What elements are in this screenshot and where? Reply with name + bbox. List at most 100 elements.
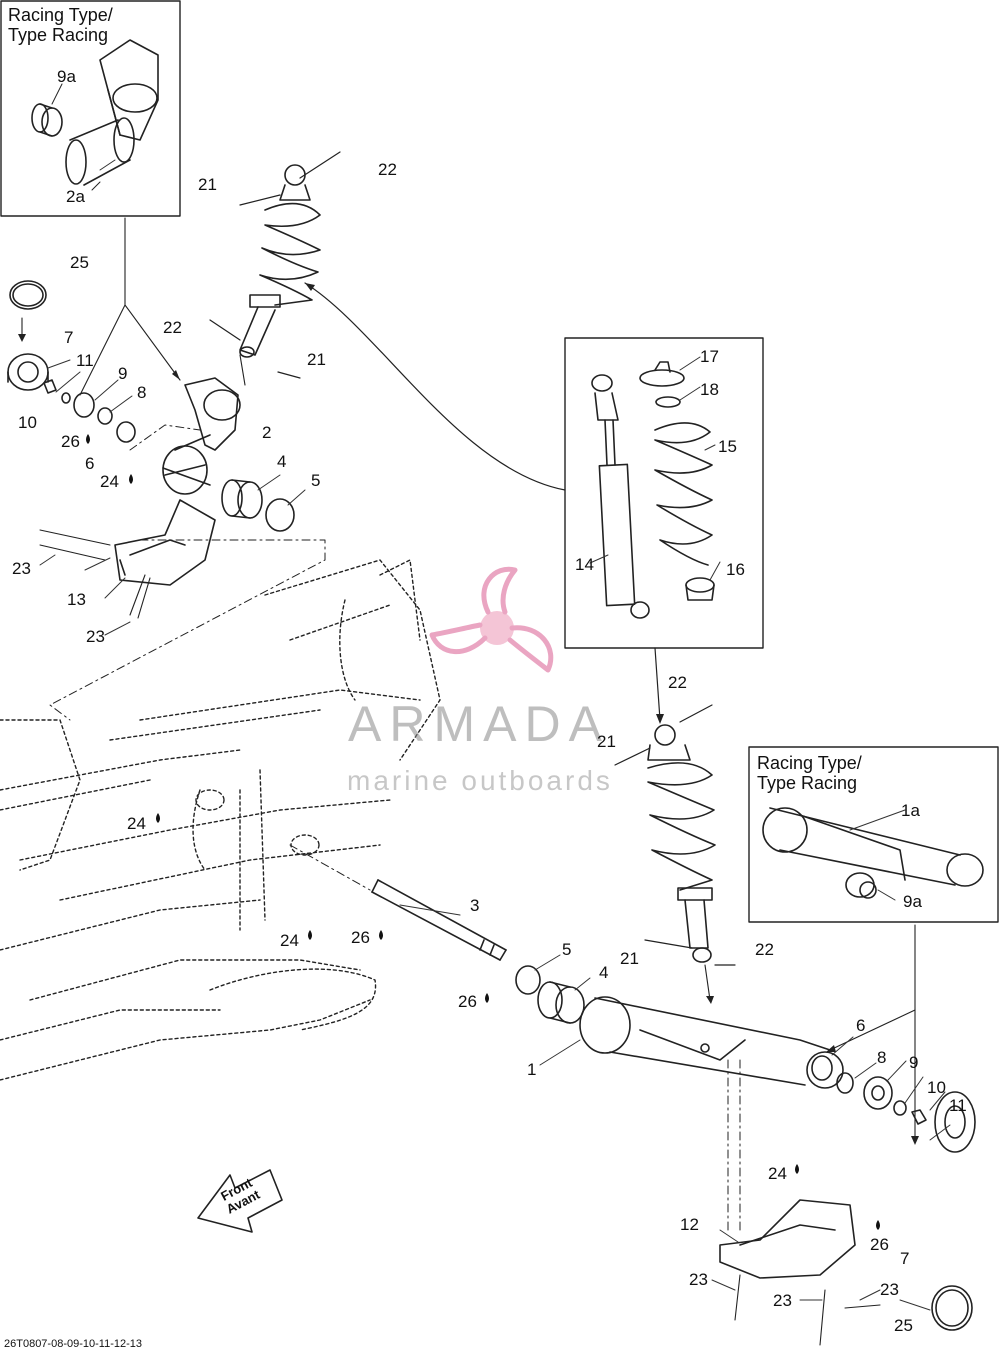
callout-label: 26	[458, 992, 477, 1011]
callout-label: 2	[262, 423, 272, 442]
callout-label: 25	[894, 1316, 913, 1335]
callout-label: 24	[127, 814, 146, 833]
lubricant-drop-icons	[86, 434, 880, 1230]
spring-15	[654, 422, 713, 566]
detail-title-line1: Racing Type/	[8, 5, 113, 25]
callout-label: 3	[470, 896, 480, 915]
callout-label: 23	[689, 1270, 708, 1289]
racing-arm-2a	[65, 39, 159, 186]
callout-label: 12	[680, 1215, 699, 1234]
circlip-5-top	[265, 498, 295, 532]
callout-label: 8	[877, 1048, 887, 1067]
callout-label: 9a	[57, 67, 76, 86]
shaft-3	[371, 879, 507, 961]
trailing-arm-1	[579, 996, 844, 1089]
callout-label: 22	[378, 160, 397, 179]
callout-label: 9a	[903, 892, 922, 911]
callout-label: 11	[949, 1096, 967, 1115]
callout-label: 23	[12, 559, 31, 578]
detail-box-title-right: Racing Type/ Type Racing	[757, 753, 862, 794]
snap-ring-25-bottom	[931, 1285, 973, 1331]
callout-label: 1a	[901, 801, 920, 820]
racing-type-detail-box-right	[748, 746, 999, 923]
spring-seat-17	[639, 361, 685, 387]
detail-title-line2: Type Racing	[757, 772, 858, 793]
callout-label: 21	[198, 175, 217, 194]
detail-box-title-top-left: Racing Type/ Type Racing	[8, 5, 113, 46]
callout-label: 24	[280, 931, 299, 950]
watermark-title: ARMADA	[348, 696, 610, 752]
callout-label: 13	[67, 590, 86, 609]
circlip-5-bottom	[515, 965, 541, 995]
callout-label: 21	[597, 732, 616, 751]
washers-nuts-top	[43, 379, 136, 443]
callout-label: 22	[163, 318, 182, 337]
rivets-23-bottom	[734, 1274, 881, 1346]
hub-7-top	[7, 353, 49, 391]
callout-label: 23	[880, 1280, 899, 1299]
trailing-arm-2	[162, 377, 241, 495]
callout-label: 4	[599, 963, 609, 982]
callout-label: 9	[909, 1053, 919, 1072]
bearing-4-bottom	[537, 981, 585, 1024]
callout-label: 18	[700, 380, 719, 399]
callout-label: 16	[726, 560, 745, 579]
skid-plate-13	[114, 499, 216, 586]
callout-label: 26	[61, 432, 80, 451]
callout-label: 4	[277, 452, 287, 471]
callout-label: 8	[137, 383, 147, 402]
callout-label: 23	[86, 627, 105, 646]
callout-label: 7	[64, 328, 74, 347]
leader-lines	[39, 159, 951, 1311]
shock-body-14	[591, 374, 650, 619]
bushing-9a-right	[845, 872, 877, 899]
callout-label: 11	[76, 351, 94, 370]
racing-arm-1a	[762, 807, 984, 887]
hub-7-bottom	[934, 1091, 976, 1153]
watermark-subtitle: marine outboards	[347, 765, 613, 796]
snap-ring-25-top	[9, 280, 47, 310]
bearing-9-bottom	[863, 1076, 893, 1110]
washer-10-bottom	[893, 1100, 907, 1116]
callout-label: 23	[773, 1291, 792, 1310]
rivets-23-top	[39, 529, 151, 619]
callout-label: 6	[85, 454, 95, 473]
spring-seat-16	[685, 577, 715, 601]
detail-title-line1: Racing Type/	[757, 753, 862, 773]
propeller-logo-icon	[429, 566, 554, 673]
callout-label: 22	[755, 940, 774, 959]
callout-label: 15	[718, 437, 737, 456]
shock-absorber-top	[239, 164, 321, 358]
bushing-9a-top	[31, 103, 63, 137]
callout-label: 14	[575, 555, 594, 574]
detail-title-line2: Type Racing	[8, 24, 109, 45]
diagram-code: 26T0807-08-09-10-11-12-13	[4, 1338, 142, 1350]
callout-label: 9	[118, 364, 128, 383]
callout-label: 26	[870, 1235, 889, 1254]
front-direction-arrow	[197, 1169, 283, 1233]
shock-absorber-bottom	[647, 724, 716, 963]
racing-type-detail-box-top-left	[0, 0, 181, 217]
callout-label: 10	[927, 1078, 946, 1097]
skid-plate-12	[719, 1199, 856, 1279]
callout-label: 6	[856, 1016, 866, 1035]
vehicle-frame	[0, 559, 441, 1081]
callout-label: 21	[620, 949, 639, 968]
callout-label: 1	[527, 1060, 537, 1079]
bearing-4-top	[221, 479, 263, 519]
callout-label: 26	[351, 928, 370, 947]
callout-label: 2a	[66, 187, 85, 206]
callout-label: 24	[768, 1164, 787, 1183]
callout-label: 21	[307, 350, 326, 369]
callout-label: 17	[700, 347, 719, 366]
callout-label: 25	[70, 253, 89, 272]
shock-detail-box	[564, 337, 764, 649]
callout-label: 5	[311, 471, 321, 490]
callout-label: 5	[562, 940, 572, 959]
callout-label: 7	[900, 1249, 910, 1268]
nut-11-bottom	[911, 1109, 927, 1125]
washer-6-bottom	[811, 1055, 833, 1081]
callout-label: 24	[100, 472, 119, 491]
washer-8-bottom	[836, 1072, 854, 1094]
